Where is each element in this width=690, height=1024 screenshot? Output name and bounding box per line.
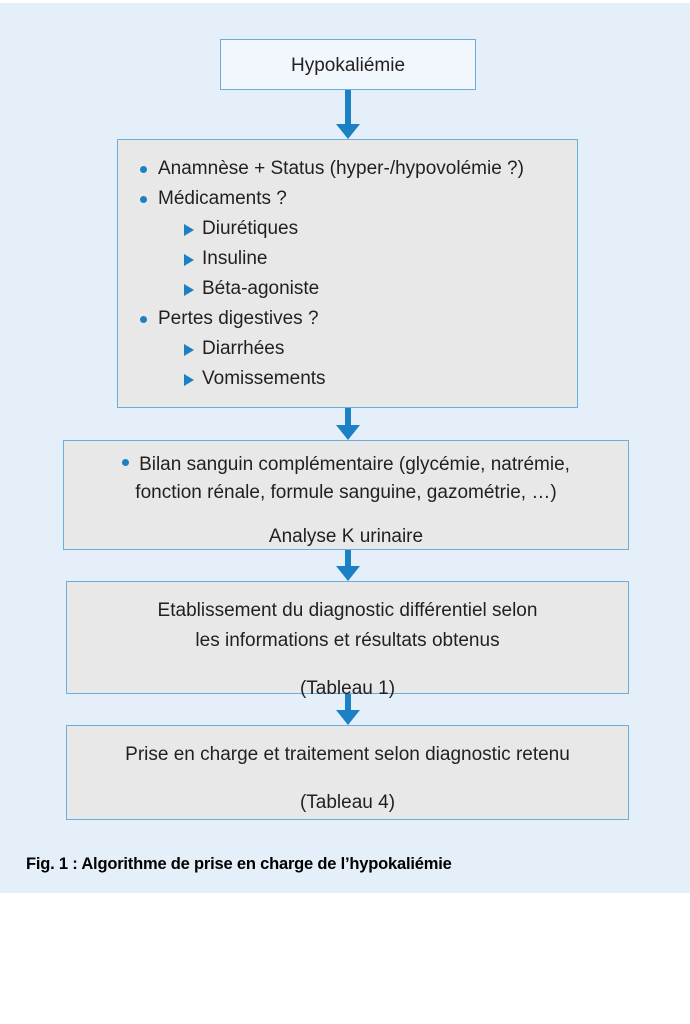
arrow-head [336,566,360,581]
arrow-head [336,710,360,725]
bilan-bullet-line-1: Bilan sanguin complémentaire (glycémie, … [78,451,614,479]
bilan-bullet-line-2: fonction rénale, formule sanguine, gazom… [135,482,557,503]
list-item: Béta-agoniste [136,274,559,304]
arrow-shaft [345,408,351,425]
arrow-down-icon-1 [336,90,360,139]
list-item: Diurétiques [136,214,559,244]
diagnostic-line-2: les informations et résultats obtenus [195,630,500,651]
figure-panel: Hypokaliémie Anamnèse + Status (hyper-/h… [0,3,690,893]
arrow-head [336,124,360,139]
list-item: Pertes digestives ? [136,304,559,334]
prise-en-charge-content: Prise en charge et traitement selon diag… [67,726,628,818]
anamnese-content: Anamnèse + Status (hyper-/hypovolémie ?)… [118,140,577,394]
list-item: Diarrhées [136,334,559,364]
box-hypokaliemie-title: Hypokaliémie [290,55,406,76]
diagnostic-content: Etablissement du diagnostic différentiel… [67,582,628,704]
arrow-shaft [345,694,351,710]
list-item: Vomissements [136,364,559,394]
diagnostic-reference: (Tableau 1) [299,678,396,699]
arrow-down-icon-4 [336,694,360,725]
arrow-down-icon-2 [336,408,360,440]
arrow-shaft [345,90,351,124]
bilan-content: Bilan sanguin complémentaire (glycémie, … [64,441,628,551]
list-item: Insuline [136,244,559,274]
list-item: Anamnèse + Status (hyper-/hypovolémie ?) [136,154,559,184]
prise-en-charge-reference: (Tableau 4) [299,792,396,813]
bilan-analyse-line: Analyse K urinaire [268,526,424,547]
arrow-head [336,425,360,440]
flow-box-anamnese: Anamnèse + Status (hyper-/hypovolémie ?)… [117,139,578,408]
flow-box-bilan-sanguin: Bilan sanguin complémentaire (glycémie, … [63,440,629,550]
flow-box-prise-en-charge: Prise en charge et traitement selon diag… [66,725,629,820]
arrow-shaft [345,550,351,566]
flow-box-diagnostic-differentiel: Etablissement du diagnostic différentiel… [66,581,629,699]
flow-box-hypokaliemie: Hypokaliémie [220,39,476,90]
list-item: Médicaments ? [136,184,559,214]
prise-en-charge-line-1: Prise en charge et traitement selon diag… [125,744,570,765]
arrow-down-icon-3 [336,550,360,581]
diagnostic-line-1: Etablissement du diagnostic différentiel… [157,600,538,621]
figure-caption: Fig. 1 : Algorithme de prise en charge d… [26,855,452,873]
anamnese-list: Anamnèse + Status (hyper-/hypovolémie ?)… [136,154,559,394]
